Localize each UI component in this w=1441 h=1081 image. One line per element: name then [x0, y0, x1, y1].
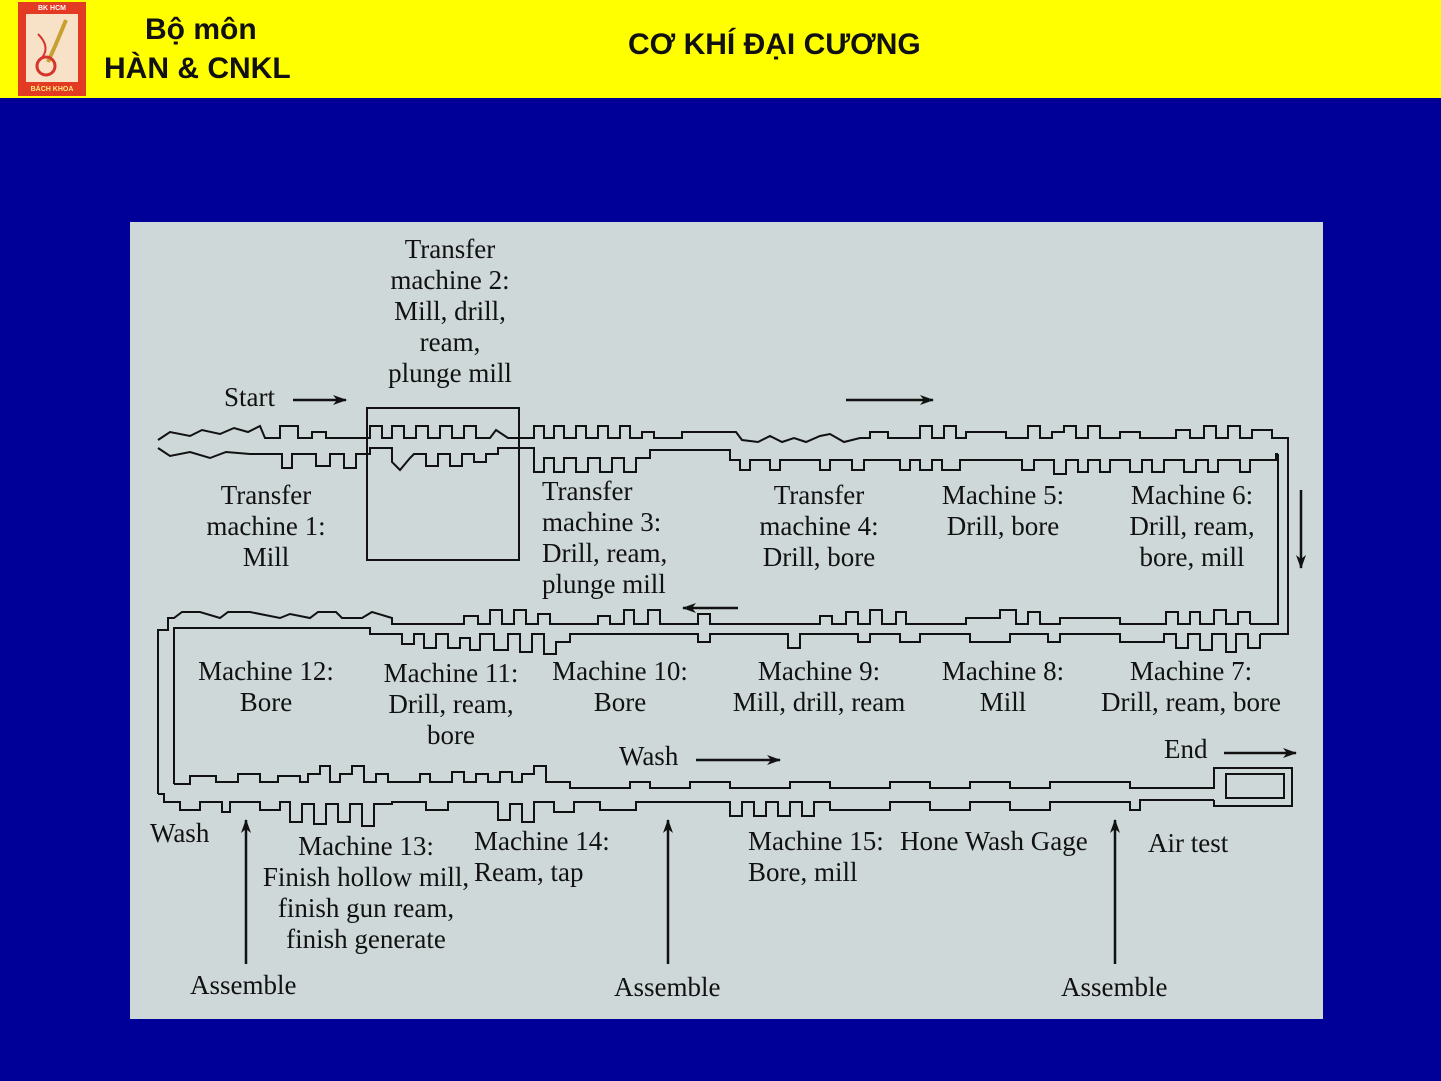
transfer-line-diagram: [157, 395, 1306, 964]
wash-mid-label: Wash: [619, 741, 679, 771]
logo-emblem: [26, 14, 78, 82]
department-line-1: Bộ môn: [145, 13, 257, 46]
conveyor-row1-bottom: [157, 447, 1278, 475]
machine-9-label: Machine 9: Mill, drill, ream: [732, 656, 906, 717]
conveyor-row3-top: [174, 765, 1293, 807]
logo-top-text: BK HCM: [38, 5, 66, 12]
transfer-machine-4-label: Transfer machine 4: Drill, bore: [759, 480, 879, 572]
machine-8-label: Machine 8: Mill: [941, 656, 1065, 717]
conveyor-right-connector: [1260, 446, 1289, 635]
conveyor-row2-top: [157, 609, 1251, 634]
transfer-machine-1-label: Transfer machine 1: Mill: [206, 480, 326, 572]
wrench-gear-icon: [35, 19, 68, 77]
air-test-label: Air test: [1148, 828, 1229, 858]
machine-10-label: Machine 10: Bore: [552, 656, 688, 717]
conveyor-row3-bottom: [158, 793, 1214, 827]
machine-7-label: Machine 7: Drill, ream, bore: [1101, 656, 1281, 717]
transfer-machine-3-label: Transfer machine 3: Drill, ream, plunge …: [542, 476, 668, 599]
logo-bottom-text: BÁCH KHOA: [30, 86, 74, 93]
assemble-label-2: Assemble: [614, 972, 721, 1002]
end-label: End: [1164, 734, 1208, 764]
transfer-machine-2-label: Transfer machine 2: Mill, drill, ream, p…: [388, 234, 512, 388]
hone-wash-gage-label: Hone Wash Gage: [900, 826, 1088, 856]
wash-left-label: Wash: [150, 818, 210, 848]
conveyor-right-connector-inner: [1250, 454, 1279, 625]
machine-15-label: Machine 15: Bore, mill: [748, 826, 884, 887]
course-title: CƠ KHÍ ĐẠI CƯƠNG: [628, 28, 921, 61]
machine-12-label: Machine 12: Bore: [198, 656, 334, 717]
conveyor-row2-bottom: [173, 627, 1261, 784]
transfer-machine-2-frame: [366, 407, 520, 561]
assemble-label-3: Assemble: [1061, 972, 1168, 1002]
diagram-panel: [130, 222, 1323, 1019]
header-bar: BK HCM BÁCH KHOA Bộ môn HÀN & CNKL CƠ KH…: [0, 0, 1441, 98]
university-logo: BK HCM BÁCH KHOA: [18, 2, 86, 96]
conveyor-row1-top: [157, 424, 1289, 446]
end-box-inner: [1225, 773, 1285, 799]
start-label: Start: [224, 382, 275, 412]
machine-11-label: Machine 11: Drill, ream, bore: [383, 658, 519, 750]
assemble-label-1: Assemble: [190, 970, 297, 1000]
machine-5-label: Machine 5: Drill, bore: [941, 480, 1065, 541]
department-line-2: HÀN & CNKL: [104, 52, 291, 85]
department-name: Bộ môn HÀN & CNKL: [104, 10, 291, 88]
machine-13-label: Machine 13: Finish hollow mill, finish g…: [262, 831, 470, 954]
machine-6-label: Machine 6: Drill, ream, bore, mill: [1129, 480, 1255, 572]
machine-14-label: Machine 14: Ream, tap: [474, 826, 610, 887]
